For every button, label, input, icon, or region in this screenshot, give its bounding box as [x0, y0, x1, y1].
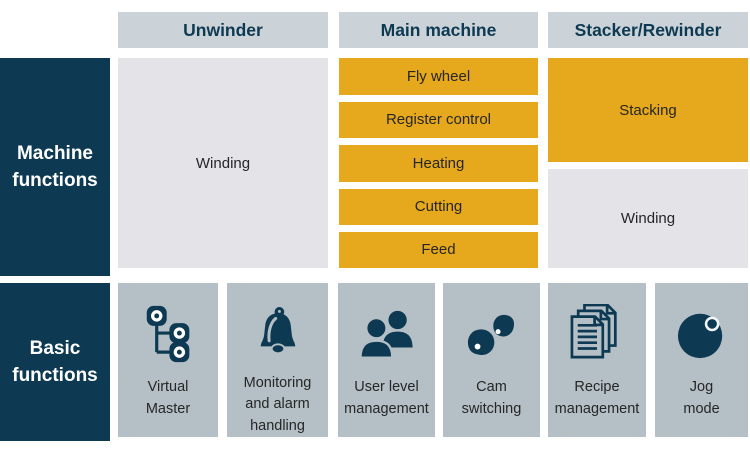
machine-fn-feed: Feed — [339, 231, 538, 268]
basic-fn-cam-switching: Cam switching — [443, 283, 540, 437]
tile-label-virtual-master: Virtual Master — [145, 379, 191, 417]
machine-fn-register-control: Register control — [339, 101, 538, 138]
virtual-master-icon — [142, 297, 195, 371]
column-header-unwinder: Unwinder — [118, 12, 328, 48]
basic-fn-user-level: User level management — [338, 283, 435, 437]
machine-fn-stacking: Stacking — [548, 58, 748, 162]
basic-fn-virtual-master: Virtual Master — [118, 283, 218, 437]
basic-fn-jog-mode: Jog mode — [655, 283, 748, 437]
row-label-basic-functions: Basic functions — [0, 283, 110, 441]
row-label-machine-functions: Machine functions — [0, 58, 110, 276]
basic-fn-monitoring-alarm: Monitoring and alarm handling — [227, 283, 328, 437]
user-level-icon — [357, 297, 417, 371]
tile-label-user-level: User level management — [344, 379, 429, 417]
machine-fn-unwinder-winding: Winding — [118, 58, 328, 268]
machine-fn-fly-wheel: Fly wheel — [339, 58, 538, 95]
machine-fn-heating: Heating — [339, 145, 538, 182]
jog-dial-icon — [676, 297, 728, 371]
column-header-main-machine: Main machine — [339, 12, 538, 48]
alarm-bell-icon — [250, 297, 306, 367]
machine-fn-stacker-winding: Winding — [548, 169, 748, 268]
column-header-stacker-rewinder: Stacker/Rewinder — [548, 12, 748, 48]
cam-switching-icon — [463, 297, 521, 371]
tile-label-monitoring-alarm: Monitoring and alarm handling — [243, 374, 312, 434]
machine-fn-cutting: Cutting — [339, 188, 538, 225]
recipe-documents-icon — [570, 297, 624, 371]
tile-label-recipe: Recipe management — [554, 379, 640, 417]
basic-fn-recipe: Recipe management — [548, 283, 646, 437]
tile-label-jog-mode: Jog mode — [683, 379, 720, 417]
tile-label-cam-switching: Cam switching — [461, 379, 522, 417]
